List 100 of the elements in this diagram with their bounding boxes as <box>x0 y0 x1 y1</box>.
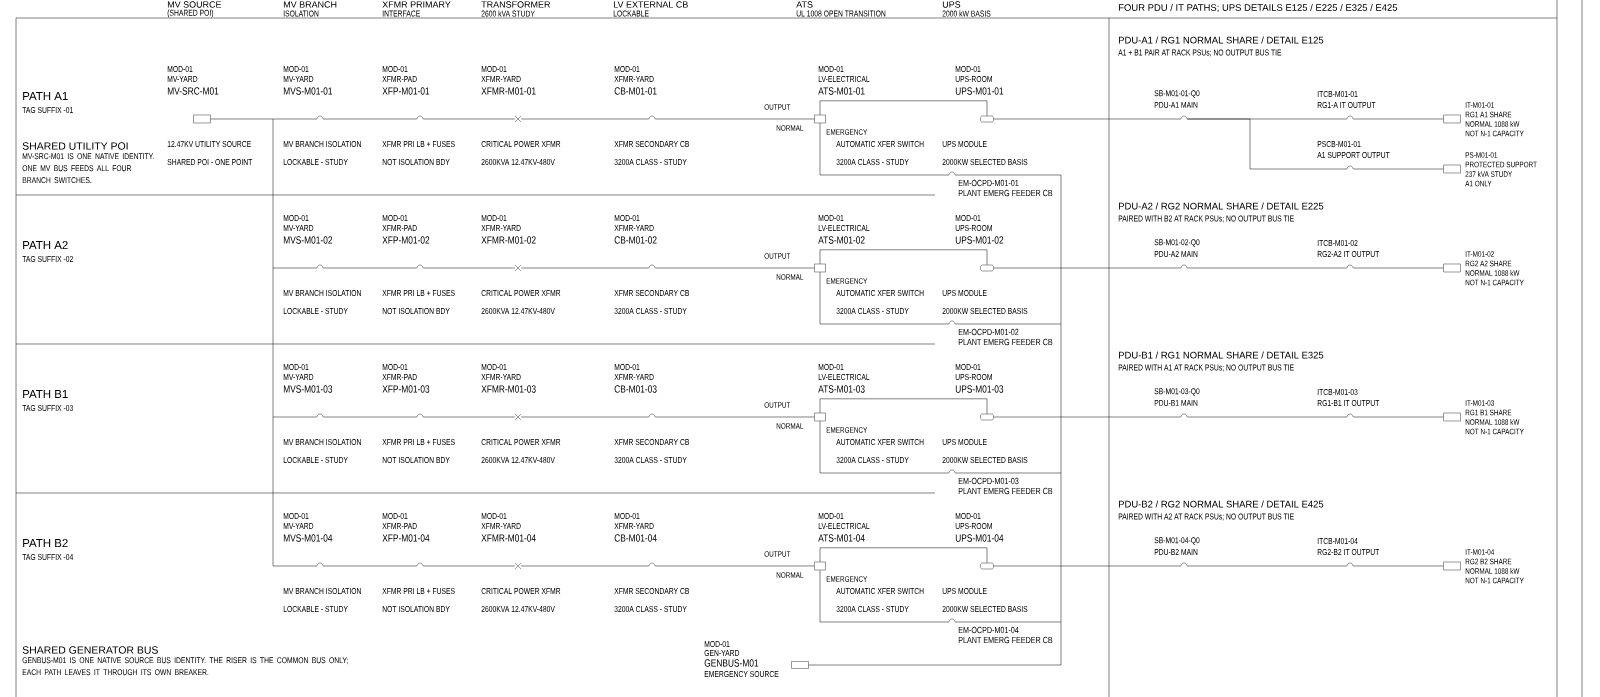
equipment-description: AUTOMATIC XFER SWITCH <box>836 439 924 445</box>
equipment-description: 2600KVA 12.47KV-480V <box>481 606 555 612</box>
equipment-tag: EM-OCPD-M01-01 <box>958 179 1019 187</box>
equipment-tag: CB-M01-01 <box>614 87 657 95</box>
breaker-tag: SB-M01-03-Q0 <box>1154 388 1200 396</box>
breaker-tag: PSCB-M01-01 <box>1317 141 1361 147</box>
cable-line <box>322 416 418 418</box>
breaker-tag: SB-M01-02-Q0 <box>1154 239 1200 247</box>
equipment-description: PLANT EMERG FEEDER CB <box>958 487 1053 495</box>
location-tag: XFMR-YARD <box>481 374 521 380</box>
cable-line <box>993 267 1182 269</box>
breaker-tag: ITCB-M01-03 <box>1317 389 1358 395</box>
equipment-description: MV BRANCH ISOLATION <box>283 588 361 594</box>
equipment-description: 2000KW SELECTED BASIS <box>942 457 1028 463</box>
location-tag: MV-YARD <box>167 76 198 82</box>
location-tag: XFMR-PAD <box>382 76 417 82</box>
equipment-description: 2600KVA 12.47KV-480V <box>481 159 555 165</box>
location-tag: MV-YARD <box>283 76 314 82</box>
location-tag: MOD-01 <box>382 513 408 519</box>
column-subheading: UL 1008 OPEN TRANSITION <box>796 10 886 17</box>
cable-line <box>1186 416 1348 418</box>
location-tag: MOD-01 <box>481 66 507 72</box>
breaker-tag: ITCB-M01-02 <box>1317 240 1358 246</box>
location-tag: MOD-01 <box>283 215 309 221</box>
equipment-tag: CB-M01-03 <box>614 385 657 393</box>
equipment-tag: CB-M01-04 <box>614 534 657 542</box>
equipment-tag: MVS-M01-03 <box>283 385 333 393</box>
equipment-description: EMERGENCY SOURCE <box>704 671 779 677</box>
cable-line <box>1352 267 1444 269</box>
equipment-tag: MVS-M01-04 <box>283 534 333 542</box>
equipment-description: 3200A CLASS - STUDY <box>836 457 909 463</box>
equipment-description: XFMR PRI LB + FUSES <box>382 588 455 594</box>
equipment-description: 3200A CLASS - STUDY <box>614 159 687 165</box>
cable-line <box>422 565 516 567</box>
column-heading: UPS <box>942 1 961 8</box>
equipment-description: 2000KW SELECTED BASIS <box>942 159 1028 165</box>
path-title: PATH B1 <box>23 390 68 398</box>
equipment-tag: XFP-M01-04 <box>382 534 430 542</box>
equipment-description: XFMR SECONDARY CB <box>614 141 689 147</box>
location-tag: MOD-01 <box>382 66 408 72</box>
location-tag: UPS-ROOM <box>955 225 992 231</box>
cable-line <box>819 420 950 474</box>
pdu-subheading: PAIRED WITH A1 AT RACK PSUs; NO OUTPUT BUS TIE <box>1118 364 1294 372</box>
cable-line <box>654 416 815 418</box>
equipment-tag: XFMR-M01-01 <box>481 87 536 95</box>
cable-line <box>520 118 650 120</box>
column-heading: LV EXTERNAL CB <box>613 1 688 8</box>
location-tag: MOD-01 <box>481 364 507 370</box>
location-tag: MOD-01 <box>283 364 309 370</box>
pdu-subheading: PAIRED WITH B2 AT RACK PSUs; NO OUTPUT BUS TIE <box>1118 215 1294 223</box>
location-tag: MOD-01 <box>818 66 844 72</box>
equipment-tag: UPS-M01-03 <box>955 385 1004 393</box>
location-tag: MOD-01 <box>614 66 640 72</box>
equipment-description: MV BRANCH ISOLATION <box>283 141 361 147</box>
note-text: MV-SRC-M01 IS ONE NATIVE IDENTITY. ONE MV BUS FEEDS ALL FOUR BRANCH SWITCHES. <box>22 153 154 184</box>
equipment-description: 3200A CLASS - STUDY <box>614 606 687 612</box>
cable-line <box>1352 416 1444 418</box>
equipment-description: LOCKABLE - STUDY <box>283 308 348 314</box>
location-tag: XFMR-PAD <box>382 523 417 529</box>
path-subtitle: TAG SUFFIX -02 <box>22 256 73 262</box>
bus-riser <box>808 174 1062 666</box>
path-title: PATH B2 <box>23 539 68 547</box>
equipment-description: 2000KW SELECTED BASIS <box>942 606 1028 612</box>
location-tag: XFMR-YARD <box>481 225 521 231</box>
cable-line <box>322 118 418 120</box>
path-subtitle: TAG SUFFIX -04 <box>22 554 74 560</box>
equipment-description: PLANT EMERG FEEDER CB <box>958 338 1053 346</box>
cable-line <box>520 416 650 418</box>
path-subtitle: TAG SUFFIX -03 <box>22 405 73 411</box>
cable-line <box>422 267 516 269</box>
cable-line <box>819 569 950 623</box>
column-subheading: 2000 kW BASIS <box>942 10 991 17</box>
location-tag: MOD-01 <box>955 215 981 221</box>
equipment-description: XFMR PRI LB + FUSES <box>382 290 455 296</box>
cable-line <box>1352 118 1444 120</box>
equipment-description: XFMR SECONDARY CB <box>614 439 689 445</box>
cable-line <box>819 547 988 564</box>
location-tag: XFMR-YARD <box>614 374 654 380</box>
breaker-description: RG2-B2 IT OUTPUT <box>1317 549 1380 555</box>
equipment-description: AUTOMATIC XFER SWITCH <box>836 290 924 296</box>
note-heading: SHARED GENERATOR BUS <box>22 646 158 654</box>
cable-line <box>422 416 516 418</box>
note-heading: SHARED UTILITY POI <box>22 142 128 150</box>
equipment-tag: MVS-M01-02 <box>283 236 333 244</box>
cable-line <box>322 267 418 269</box>
section-heading: FOUR PDU / IT PATHS; UPS DETAILS E125 / E225 / E325 / E425 <box>1119 3 1398 13</box>
location-tag: UPS-ROOM <box>955 76 992 82</box>
pdu-heading: PDU-A1 / RG1 NORMAL SHARE / DETAIL E125 <box>1119 36 1324 44</box>
location-tag: MV-YARD <box>283 225 314 231</box>
equipment-description: UPS MODULE <box>942 290 987 296</box>
bus-riser <box>210 118 318 567</box>
column-subheading: ISOLATION <box>283 10 319 17</box>
cable-line <box>422 118 516 120</box>
breaker-tag: ITCB-M01-01 <box>1317 91 1358 97</box>
breaker-tag: ITCB-M01-04 <box>1317 538 1358 544</box>
equipment-description: XFMR SECONDARY CB <box>614 588 689 594</box>
column-subheading: (SHARED POI) <box>167 9 214 18</box>
location-tag: LV-ELECTRICAL <box>818 76 870 82</box>
column-heading: MV BRANCH <box>283 1 337 8</box>
location-tag: LV-ELECTRICAL <box>818 374 870 380</box>
